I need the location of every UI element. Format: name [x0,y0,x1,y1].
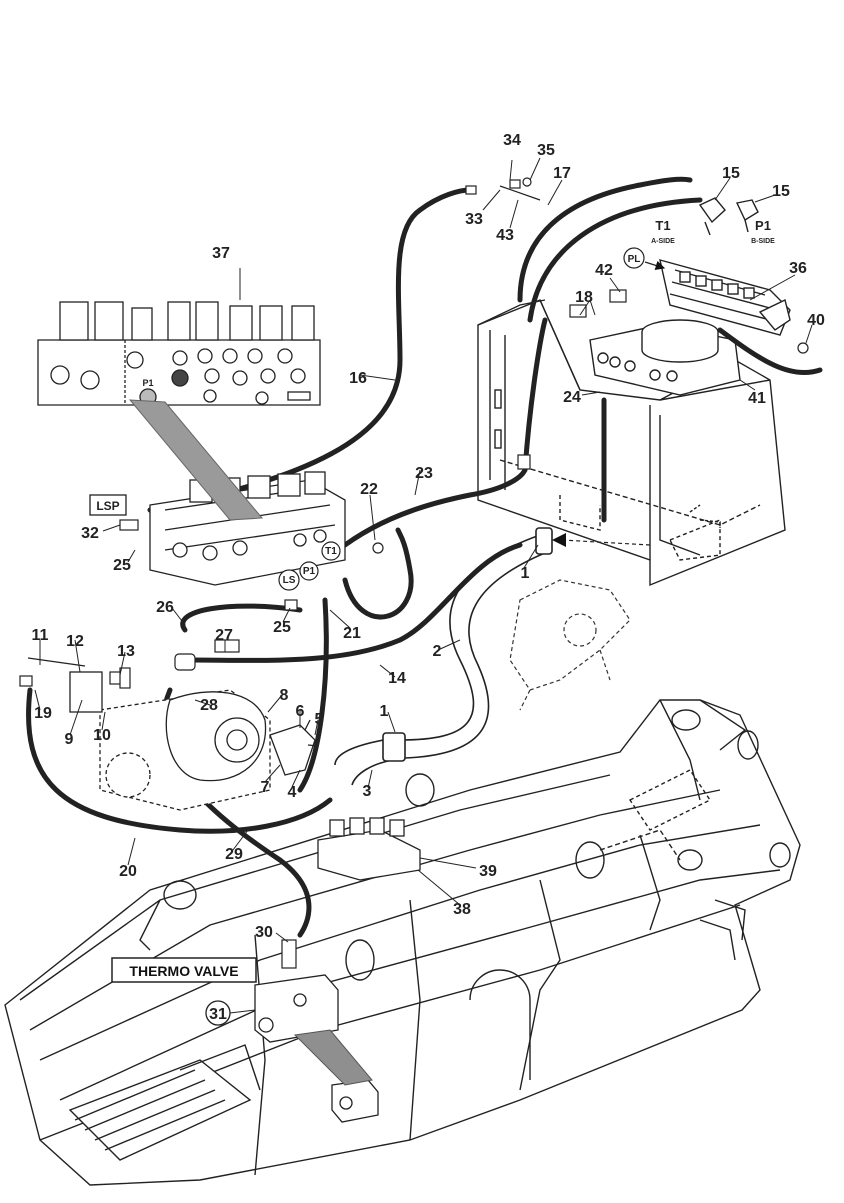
b-side-label: B-SIDE [751,238,775,245]
callout-26: 26 [156,599,174,616]
callout-numbers: 34 35 17 33 43 15 15 36 42 18 40 41 24 3… [32,132,825,941]
callout-6: 6 [296,703,305,720]
a-side-label: A-SIDE [651,238,675,245]
leader-lines [34,157,813,1014]
callout-10: 10 [93,727,111,744]
pump-assembly [69,671,319,811]
callout-42: 42 [595,262,613,279]
p1-manifold-label: P1 [755,218,771,233]
callout-9: 9 [65,731,74,748]
callout-13: 13 [117,643,135,660]
callout-14: 14 [388,670,406,687]
thermo-valve-block [254,974,379,1123]
callout-41: 41 [748,390,766,407]
callout-32: 32 [81,525,99,542]
callout-25a: 25 [113,557,131,574]
callout-11: 11 [32,627,49,644]
callout-3: 3 [363,783,372,800]
callout-29: 29 [225,846,243,863]
ls-port-label: LS [283,575,296,586]
t1-manifold-label: T1 [655,218,670,233]
callout-31: 31 [209,1006,227,1023]
thermo-valve-label: THERMO VALVE [129,963,238,979]
control-valve [149,471,346,586]
t1-port-label: T1 [325,546,337,557]
suction-hose [334,527,553,786]
callout-7: 7 [261,779,270,796]
callout-28: 28 [200,697,218,714]
callout-23: 23 [415,465,433,482]
callout-24: 24 [563,389,581,406]
callout-18: 18 [575,289,593,306]
callout-8: 8 [280,687,289,704]
p1-port-label: P1 [303,566,316,577]
small-fittings [19,177,809,969]
thermo-valve-label-box: THERMO VALVE [111,957,257,983]
callout-12: 12 [66,633,84,650]
tank-arrow [552,533,651,547]
valve-detail-inset [37,301,321,406]
callout-27: 27 [215,627,233,644]
callout-1b: 1 [380,703,389,720]
thermo-pointer [293,1029,373,1086]
callout-22: 22 [360,481,378,498]
callout-39: 39 [479,863,497,880]
pl-arrow [644,260,666,271]
callout-38: 38 [453,901,471,918]
hydraulic-tank [477,299,786,587]
elbow-fittings [698,197,759,236]
p1-inset-label: P1 [142,378,153,388]
lsp-port-label: LSP [96,499,119,513]
callout-36: 36 [789,260,807,277]
callout-33: 33 [465,211,483,228]
pl-port-label: PL [628,254,641,265]
callout-30: 30 [255,924,273,941]
callout-15b: 15 [772,183,790,200]
callout-17: 17 [553,165,571,182]
inset-pointer [128,399,264,521]
callout-19: 19 [34,705,52,722]
callout-25b: 25 [273,619,291,636]
manifold-block [589,259,791,396]
callout-21: 21 [343,625,361,642]
callout-35: 35 [537,142,555,159]
engine-outline [509,579,631,711]
callout-43: 43 [496,227,514,244]
callout-34: 34 [503,132,521,149]
callout-1a: 1 [521,565,530,582]
callout-4: 4 [288,784,297,801]
main-frame [4,699,801,1186]
port-tags: LSP LS P1 T1 PL T1 A-SIDE P1 B-SIDE P1 [89,218,775,591]
callout-15a: 15 [722,165,740,182]
callout-40: 40 [807,312,825,329]
callout-5: 5 [315,711,324,728]
callout-20: 20 [119,863,137,880]
lower-control-valve [317,817,421,881]
callout-2: 2 [433,643,442,660]
callout-37: 37 [212,245,230,262]
callout-16: 16 [349,370,367,387]
callout-31-circled: 31 [205,1000,231,1026]
